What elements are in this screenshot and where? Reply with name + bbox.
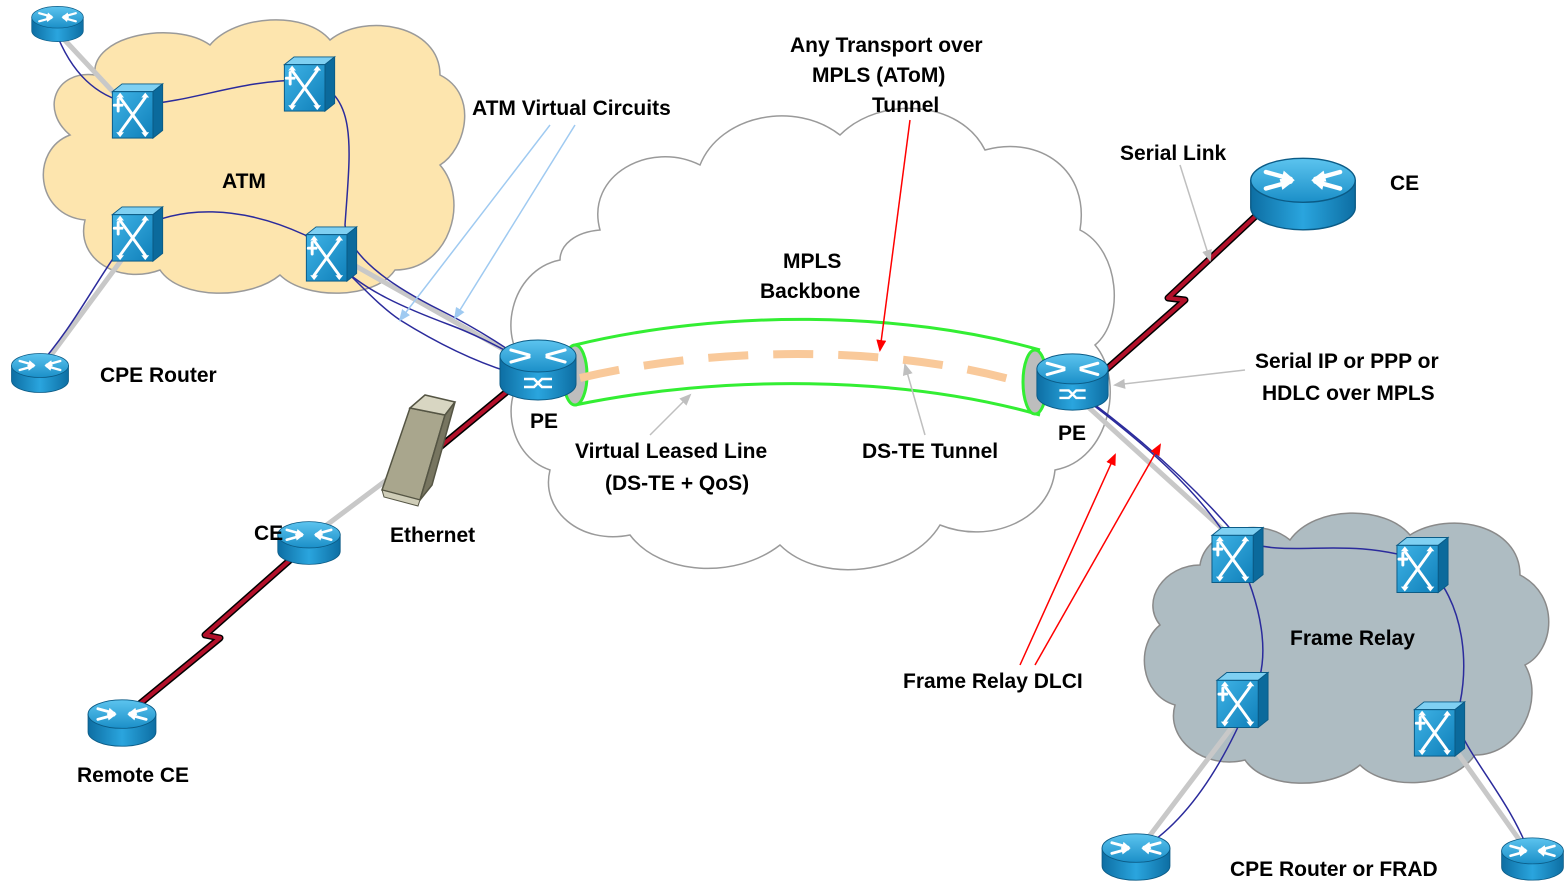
- atom-label-line1: Any Transport over: [790, 34, 983, 57]
- fr-switch-icon-1: [1210, 526, 1265, 584]
- ce-label-left: CE: [254, 522, 283, 545]
- atom-arrow: [876, 119, 911, 352]
- ds-te-tunnel-label: DS-TE Tunnel: [862, 440, 998, 463]
- fr-switch-icon-4: [1412, 700, 1467, 758]
- atm-vc-arrow-2: [453, 124, 576, 320]
- ethernet-label: Ethernet: [390, 524, 475, 547]
- ce-router-icon-left: [276, 520, 342, 566]
- vll-arrow: [649, 393, 692, 436]
- vll-label-line2: (DS-TE + QoS): [605, 472, 749, 495]
- cpe-router-icon-bottom: [1100, 832, 1172, 882]
- atom-label-line2: MPLS (AToM): [812, 64, 945, 87]
- atm-switch-icon-2: [282, 55, 337, 113]
- atm-vc-2: [34, 211, 541, 381]
- atom-label-line3: Tunnel: [872, 94, 939, 117]
- atm-vc-arrow-1: [398, 124, 551, 322]
- mpls-cloud-label-line1: MPLS: [783, 250, 841, 273]
- router-icon-top-left: [30, 5, 85, 43]
- gray-link-fr-frad: [1442, 732, 1533, 858]
- serial-ip-arrow: [1113, 369, 1246, 389]
- mpls-cloud-label-line2: Backbone: [760, 280, 860, 303]
- atm-virtual-circuits-label: ATM Virtual Circuits: [472, 97, 671, 120]
- serial-ip-label-line1: Serial IP or PPP or: [1255, 350, 1439, 373]
- remote-ce-label: Remote CE: [77, 764, 189, 787]
- frad-router-icon: [1500, 836, 1565, 882]
- pe-router-icon-left: [498, 338, 578, 402]
- remote-ce-router-icon: [86, 698, 158, 748]
- fr-switch-icon-2: [1395, 536, 1450, 594]
- ce-label-top-right: CE: [1390, 172, 1419, 195]
- serial-link-label: Serial Link: [1120, 142, 1227, 165]
- serial-link-right: [1096, 208, 1264, 379]
- pe-router-icon-right: [1035, 352, 1110, 412]
- gray-link-fr-cpe-left: [1132, 707, 1248, 858]
- ds-te-arrow: [902, 363, 926, 436]
- atm-cloud: [42, 19, 466, 294]
- fr-dlci-arrow-2: [1034, 443, 1161, 666]
- atm-switch-icon-3: [110, 205, 165, 263]
- cpe-router-or-frad-label: CPE Router or FRAD: [1230, 858, 1438, 881]
- cpe-router-label: CPE Router: [100, 364, 217, 387]
- gray-link-pe-fr: [1072, 392, 1243, 548]
- cpe-router-icon: [10, 352, 70, 394]
- atm-cloud-label: ATM: [222, 170, 266, 193]
- fr-switch-icon-3: [1215, 671, 1270, 729]
- atm-switch-icon-4: [304, 225, 359, 283]
- frame-relay-cloud-label: Frame Relay: [1290, 627, 1415, 650]
- ethernet-device-icon: [381, 394, 457, 507]
- pe-label-left: PE: [530, 410, 558, 433]
- fr-dlci-arrow-1: [1019, 453, 1116, 666]
- serial-link-remote: [116, 556, 294, 724]
- ce-router-icon-top-right: [1251, 158, 1356, 230]
- pe-label-right: PE: [1058, 422, 1086, 445]
- atm-switch-icon-1: [110, 82, 165, 140]
- serial-link-arrow: [1179, 164, 1212, 262]
- vll-label-line1: Virtual Leased Line: [575, 440, 767, 463]
- serial-ip-label-line2: HDLC over MPLS: [1262, 382, 1435, 405]
- frame-relay-dlci-label: Frame Relay DLCI: [903, 670, 1083, 693]
- fr-dlci-2: [1079, 394, 1264, 851]
